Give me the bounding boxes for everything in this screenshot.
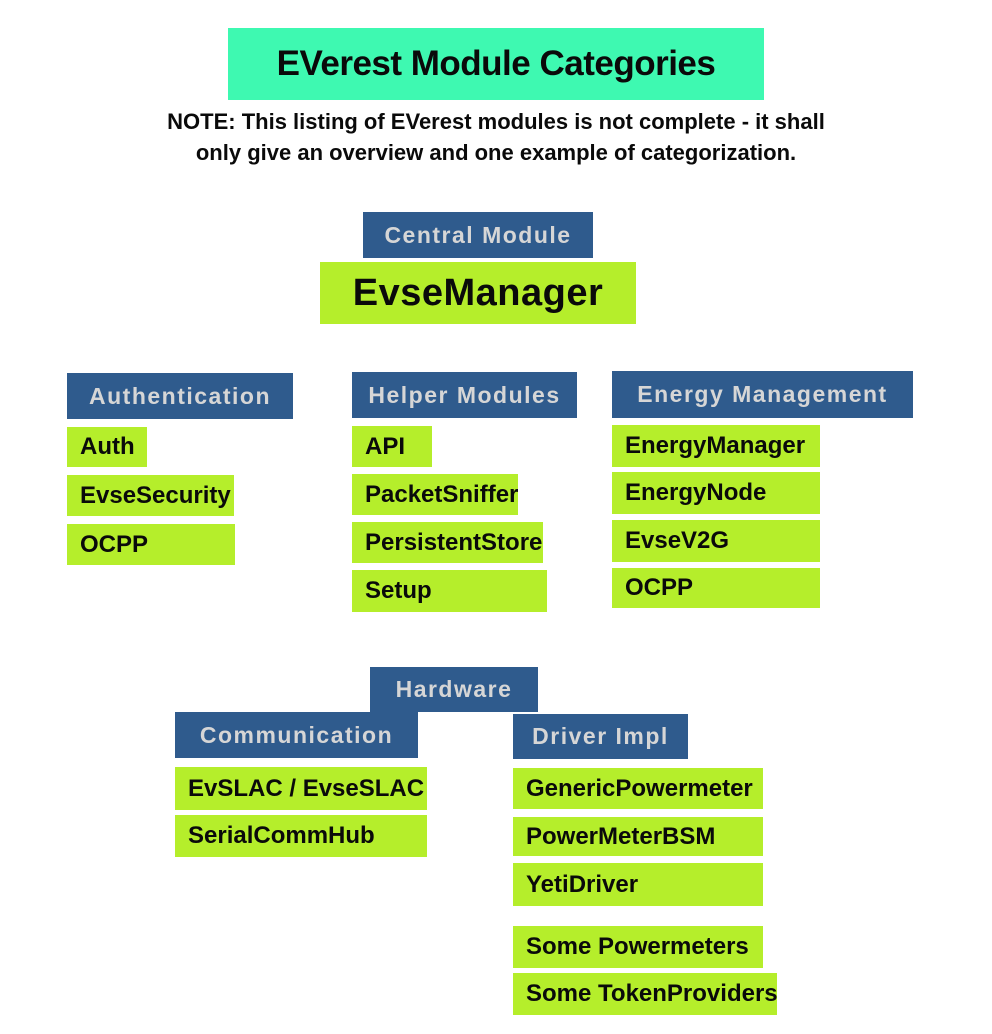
title-banner: EVerest Module Categories <box>228 28 764 100</box>
module-box-evslac-evseslac: EvSLAC / EvseSLAC <box>175 767 427 810</box>
module-box-serialcommhub: SerialCommHub <box>175 815 427 857</box>
module-box-energynode: EnergyNode <box>612 472 820 514</box>
note-text: NOTE: This listing of EVerest modules is… <box>0 106 992 168</box>
note-line-2: only give an overview and one example of… <box>195 140 797 165</box>
page-title: EVerest Module Categories <box>276 44 716 83</box>
category-header-helper-modules: Helper Modules <box>352 372 577 418</box>
module-box-energymanager: EnergyManager <box>612 425 820 467</box>
category-header-authentication: Authentication <box>67 373 293 419</box>
note-line-1: NOTE: This listing of EVerest modules is… <box>167 109 825 134</box>
category-header-energy-management: Energy Management <box>612 371 913 418</box>
module-box-yetidriver: YetiDriver <box>513 863 763 906</box>
module-box-evsev2g: EvseV2G <box>612 520 820 562</box>
module-box-api: API <box>352 426 432 467</box>
module-box-setup: Setup <box>352 570 547 612</box>
module-box-ocpp-auth: OCPP <box>67 524 235 565</box>
category-header-communication: Communication <box>175 712 418 758</box>
module-box-evsemanager: EvseManager <box>320 262 636 324</box>
module-box-persistentstore: PersistentStore <box>352 522 543 563</box>
category-header-driver-impl: Driver Impl <box>513 714 688 759</box>
category-header-central-module: Central Module <box>363 212 593 258</box>
module-box-some-powermeters: Some Powermeters <box>513 926 763 968</box>
module-box-auth: Auth <box>67 427 147 467</box>
module-box-genericpowermeter: GenericPowermeter <box>513 768 763 809</box>
module-box-packetsniffer: PacketSniffer <box>352 474 518 515</box>
module-box-ocpp-energy: OCPP <box>612 568 820 608</box>
category-header-hardware: Hardware <box>370 667 538 712</box>
module-box-powermeterbsm: PowerMeterBSM <box>513 817 763 856</box>
module-box-some-tokenproviders: Some TokenProviders <box>513 973 778 1015</box>
module-box-evsesecurity: EvseSecurity <box>67 475 234 516</box>
